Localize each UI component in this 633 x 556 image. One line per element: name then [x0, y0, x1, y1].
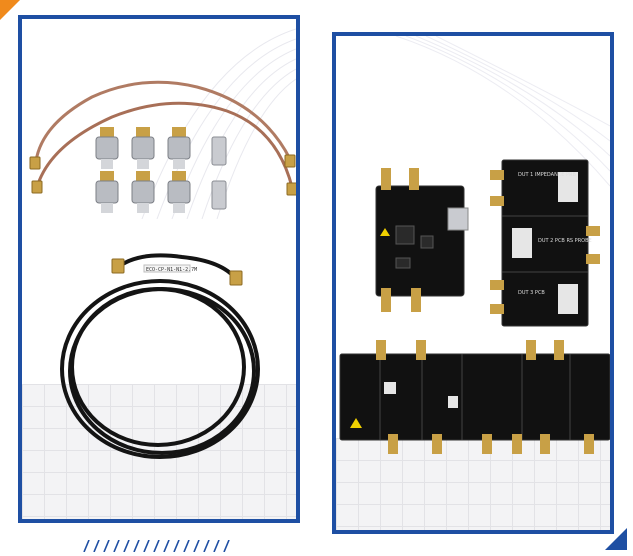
board-text-3: DUT 3 PCB [518, 290, 545, 296]
cable-kit-panel: ECO-CP-N1-N1-2.7M [18, 15, 300, 523]
eval-boards-panel: DUT 1 IMPEDANCE PRB DUT 2 PCB RS PROBE D… [332, 32, 614, 534]
board-text-2: DUT 2 PCB RS PROBE [538, 238, 592, 244]
strip-eval-boards [339, 340, 610, 454]
sma-end-4 [286, 182, 296, 196]
sma-top-left [381, 168, 391, 190]
board-text-1: DUT 1 IMPEDANCE PRB [518, 172, 577, 178]
sma-end-2 [31, 180, 43, 194]
black-cable-end-1 [111, 258, 125, 274]
boards-illustration: DUT 1 IMPEDANCE PRB DUT 2 PCB RS PROBE D… [339, 159, 610, 454]
copper-cable-2 [36, 101, 294, 188]
copper-cable-1 [34, 80, 292, 162]
cable-label-tag [143, 264, 191, 273]
cable-label: ECO-CP-N1-N1-2.7M [146, 267, 197, 273]
bnc-adapters-row-1 [95, 127, 227, 169]
sma-top-right [409, 168, 419, 190]
sma-end-1 [29, 156, 41, 170]
corner-accent-top-left [0, 0, 20, 20]
decorative-arc-lines-right [395, 36, 610, 187]
sma-bottom-left [381, 288, 391, 312]
grid-backdrop-right [336, 438, 610, 530]
decorative-stripes [83, 540, 230, 552]
vertical-eval-boards: DUT 1 IMPEDANCE PRB DUT 2 PCB RS PROBE D… [490, 159, 600, 327]
black-cable-end-2 [229, 270, 243, 286]
cables-illustration: ECO-CP-N1-N1-2.7M [29, 80, 296, 459]
usb-connector [447, 207, 469, 231]
bnc-adapters-row-2 [95, 171, 227, 213]
sma-end-3 [284, 154, 296, 168]
black-coaxial-cable [60, 253, 260, 459]
sma-bottom-right [411, 288, 421, 312]
corner-accent-bottom-right [605, 528, 627, 550]
main-eval-board [375, 168, 469, 312]
